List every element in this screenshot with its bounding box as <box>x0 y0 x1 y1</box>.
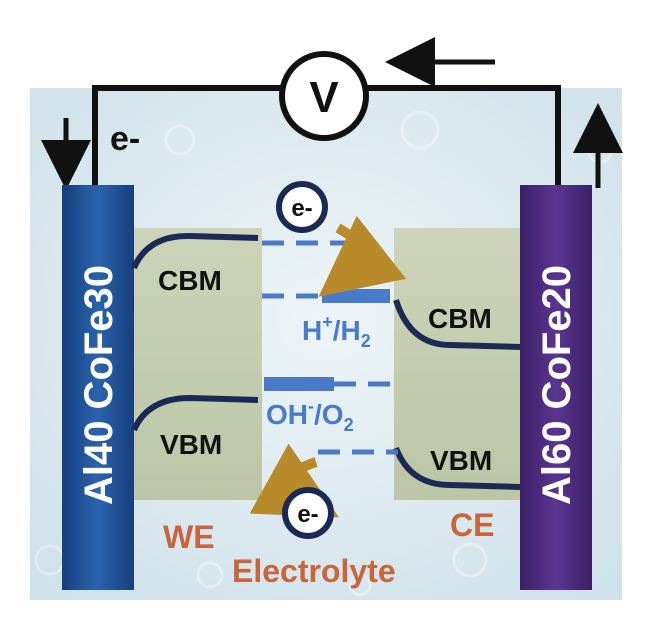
voltmeter-label: V <box>309 73 339 122</box>
counter-electrode <box>520 185 592 590</box>
working-electrode-label: Al40 CoFe30 <box>77 265 121 505</box>
o-redox-label: OH-/O2 <box>266 396 354 435</box>
left-vbm-band <box>131 394 259 432</box>
left-cbm-label: CBM <box>158 265 222 296</box>
left-semiconductor <box>132 228 262 500</box>
electrolyte-label: Electrolyte <box>232 553 396 589</box>
voltmeter-icon <box>279 51 369 141</box>
o2-level-bar <box>264 377 334 391</box>
counter-electrode-label: Al60 CoFe20 <box>535 265 579 505</box>
electron-bubble-bottom-label: e- <box>297 501 318 528</box>
working-electrode <box>62 185 134 590</box>
electron-bubble-top-icon <box>276 181 328 233</box>
circuit-wire-left <box>92 85 282 185</box>
h-redox-label: H+/H2 <box>302 312 371 351</box>
right-cbm-label: CBM <box>428 303 492 334</box>
h2-level-bar <box>322 289 390 303</box>
electron-flow-label: e- <box>110 120 140 158</box>
right-semiconductor <box>394 228 522 500</box>
electron-bubble-bottom-icon <box>282 487 334 539</box>
right-cbm-band <box>393 299 521 350</box>
electron-bubble-top-label: e- <box>291 195 312 222</box>
left-vbm-label: VBM <box>160 429 222 460</box>
right-vbm-label: VBM <box>430 445 492 476</box>
we-label: WE <box>163 519 215 555</box>
left-cbm-band <box>131 232 259 270</box>
circuit-wire-right <box>366 85 561 185</box>
right-vbm-band <box>393 446 521 490</box>
ce-label: CE <box>450 507 494 543</box>
reduction-arrow-icon <box>318 215 407 297</box>
